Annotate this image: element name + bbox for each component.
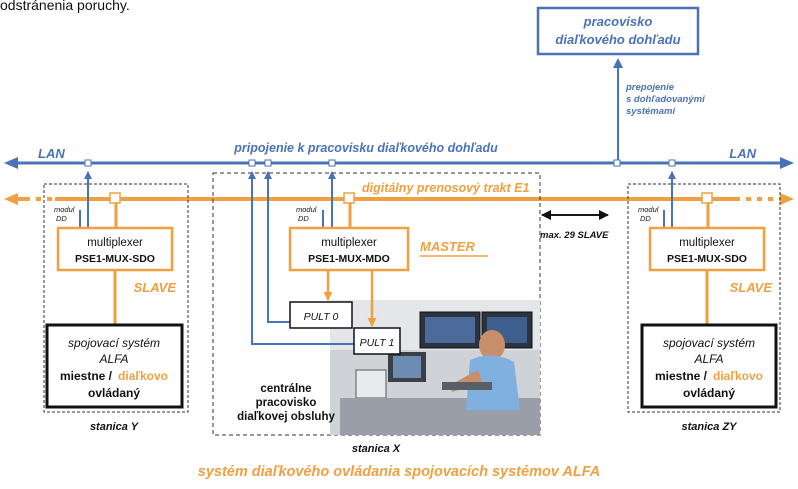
station-y-lan-node [84,159,92,167]
station-x-lan-node-3 [328,159,336,167]
svg-text:s dohľadovanými: s dohľadovanými [626,94,705,105]
top-text: odstránenia poruchy. [0,0,130,13]
lan-connection-label: pripojenie k pracovisku diaľkového dohľa… [233,141,498,155]
svg-text:systémami: systémami [626,106,675,117]
svg-text:ALFA: ALFA [98,352,128,366]
station-x-modem-label-1: modul [296,205,317,214]
diagram-caption: systém diaľkového ovládania spojovacích … [198,464,601,480]
svg-text:diaľkovo: diaľkovo [118,369,168,383]
station-y-multiplexer: multiplexer PSE1-MUX-SDO [56,226,174,272]
station-x-lan-node-1 [248,159,256,167]
station-y-modem-label-1: modul [54,205,75,214]
remote-station-line2: diaľkového dohľadu [555,32,680,47]
svg-text:ovládaný: ovládaný [683,386,735,400]
station-zy-e1-node [701,192,713,204]
lan-right-label: LAN [729,146,756,161]
pult1-lan-link [248,171,354,345]
e1-trunk [4,193,794,205]
station-y-slave-label: SLAVE [134,280,177,295]
station-zy-slave-label: SLAVE [730,280,773,295]
lan-bus [4,157,794,169]
pult1-box: PULT 1 [353,327,401,355]
station-x-modem-label-2: DD [298,214,309,223]
station-zy-label: stanica ZY [681,421,738,433]
remote-station-line1: pracovisko [583,14,653,29]
station-y-label: stanica Y [90,421,140,433]
station-zy-lan-node [668,159,676,167]
station-zy-modem-label-2: DD [640,214,651,223]
station-y-switching-system: spojovací systém ALFA miestne / diaľkovo… [45,323,184,409]
master-label: MASTER [420,239,476,254]
svg-text:multiplexer: multiplexer [679,237,735,249]
svg-text:ALFA: ALFA [693,352,723,366]
svg-text:PSE1-MUX-SDO: PSE1-MUX-SDO [667,253,747,265]
station-y-e1-node [109,192,121,204]
remote-lan-node [613,159,621,167]
control-room-photo [330,300,540,435]
station-y-frame [43,183,189,413]
remote-supervision-station: pracovisko diaľkového dohľadu [536,6,700,56]
lan-left-label: LAN [38,146,65,161]
svg-text:PSE1-MUX-SDO: PSE1-MUX-SDO [75,253,155,265]
svg-text:prepojenie: prepojenie [625,82,675,93]
central-workstation-label: centrálne pracovisko diaľkovej obsluhy [237,383,335,423]
station-x-lan-node-2 [264,159,272,167]
station-zy-modem-label-1: modul [638,205,659,214]
svg-text:PSE1-MUX-MDO: PSE1-MUX-MDO [308,253,390,265]
svg-text:diaľkovej obsluhy: diaľkovej obsluhy [237,411,335,423]
station-x-multiplexer: multiplexer PSE1-MUX-MDO [288,226,410,272]
svg-text:diaľkovo: diaľkovo [713,369,763,383]
svg-text:multiplexer: multiplexer [321,237,377,249]
station-x-label: stanica X [352,443,401,455]
svg-text:spojovací systém: spojovací systém [663,336,755,350]
e1-label: digitálny prenosový trakt E1 [362,181,529,195]
svg-text:PULT 0: PULT 0 [304,311,339,323]
max-slave-label: max. 29 SLAVE [540,230,609,241]
svg-text:spojovací systém: spojovací systém [68,336,160,350]
svg-text:multiplexer: multiplexer [87,237,143,249]
station-y-modem-label-2: DD [56,214,67,223]
station-zy-frame [627,183,781,413]
svg-text:centrálne: centrálne [260,383,311,395]
svg-text:ovládaný: ovládaný [88,386,140,400]
station-zy-switching-system: spojovací systém ALFA miestne / diaľkovo… [640,323,778,409]
station-x-e1-node [343,192,355,204]
interconnect-label: prepojenie s dohľadovanými systémami [625,82,705,117]
pult0-box: PULT 0 [289,301,353,329]
svg-text:miestne /: miestne / [655,369,708,383]
station-zy-multiplexer: multiplexer PSE1-MUX-SDO [648,226,766,272]
pult0-lan-link [264,171,290,323]
svg-text:miestne /: miestne / [60,369,113,383]
svg-text:pracovisko: pracovisko [256,397,317,409]
svg-text:PULT 1: PULT 1 [360,337,395,349]
